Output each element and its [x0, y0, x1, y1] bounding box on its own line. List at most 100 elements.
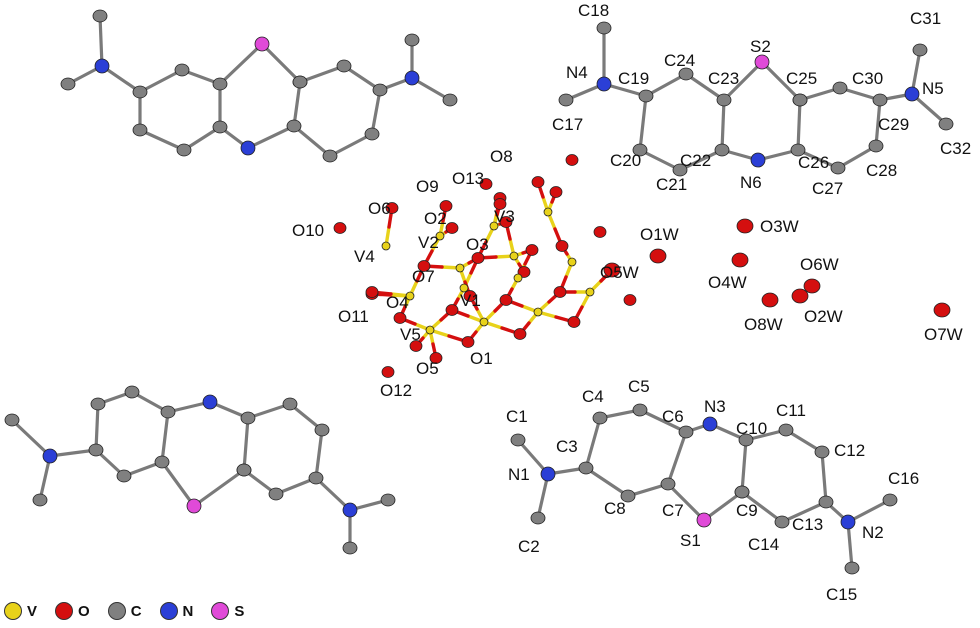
phenothiazinium-b-bond	[638, 148, 682, 172]
phenothiazinium-d-bond	[638, 408, 688, 434]
vanadium-atom	[567, 257, 577, 267]
phenothiazinium-c-atom	[282, 397, 298, 411]
atom-label: C5	[628, 377, 650, 396]
phenothiazinium-c-bond	[246, 402, 292, 420]
phenothiazinium-b-atom	[904, 86, 920, 102]
phenothiazinium-b-atom	[672, 163, 688, 177]
phenothiazinium-c-atom	[308, 471, 324, 485]
phenothiazinium-a-atom	[60, 77, 76, 91]
atom-label: C32	[940, 139, 971, 158]
phenothiazinium-a-atom	[174, 63, 190, 77]
phenothiazinium-c-bond	[192, 468, 246, 508]
atom-label: C27	[812, 179, 843, 198]
oxygen-atom	[517, 266, 531, 278]
atom-label: C21	[656, 175, 687, 194]
atom-label: C29	[878, 115, 909, 134]
phenothiazinium-b-atom	[790, 143, 806, 157]
oxygen-atom	[445, 222, 459, 234]
phenothiazinium-b-atom	[632, 143, 648, 157]
atom-label: O6W	[800, 255, 839, 274]
phenothiazinium-a-atom	[442, 93, 458, 107]
phenothiazinium-c-atom	[186, 498, 202, 514]
oxygen-atom	[381, 366, 395, 378]
phenothiazinium-d-atom	[702, 416, 718, 432]
phenothiazinium-b-atom	[832, 81, 848, 95]
phenothiazinium-b-bond	[720, 98, 726, 152]
phenothiazinium-b-atom	[638, 89, 654, 103]
atom-label: C17	[552, 115, 583, 134]
element-legend: V O C N S	[4, 600, 244, 622]
atom-label: O7W	[924, 325, 963, 344]
phenothiazinium-d-atom	[774, 515, 790, 529]
phenothiazinium-d-bond	[666, 482, 706, 522]
water-oxygen-atom	[933, 302, 951, 318]
phenothiazinium-a-bond	[246, 124, 296, 150]
atom-label: C26	[798, 153, 829, 172]
water-oxygen-atom	[791, 288, 809, 304]
oxygen-atom	[365, 286, 379, 298]
phenothiazinium-d-bond	[666, 430, 688, 486]
phenothiazinium-d-atom	[510, 433, 526, 447]
atom-label: O12	[380, 381, 412, 400]
oxygen-atom	[549, 186, 563, 198]
phenothiazinium-c-atom	[116, 469, 132, 483]
atom-label: C11	[776, 401, 806, 420]
phenothiazinium-d-atom	[882, 493, 898, 507]
oxygen-atom	[499, 294, 513, 306]
water-oxygen-atom	[603, 262, 621, 278]
phenothiazinium-b-atom	[596, 21, 612, 35]
phenothiazinium-a-bond	[182, 125, 222, 152]
phenothiazinium-a-atom	[212, 120, 228, 134]
phenothiazinium-a-bond	[328, 132, 374, 158]
oxygen-atom	[513, 328, 527, 340]
atom-label: O8	[490, 147, 513, 166]
vanadium-atom	[479, 317, 489, 327]
atom-label: O9	[416, 177, 439, 196]
phenothiazinium-b-bond	[760, 60, 802, 102]
phenothiazinium-d-bond	[846, 498, 892, 524]
atom-label: N1	[508, 465, 530, 484]
vanadium-atom	[405, 291, 415, 301]
phenothiazinium-d-atom	[738, 433, 754, 447]
atom-label: V5	[400, 325, 421, 344]
phenothiazinium-d-atom	[778, 423, 794, 437]
vanadium-atom	[513, 273, 523, 283]
vanadium-atom	[489, 221, 499, 231]
legend-label-o: O	[78, 602, 90, 620]
atom-label: C12	[834, 441, 865, 460]
phenothiazinium-b-bond	[684, 72, 726, 102]
water-oxygen-atom	[731, 252, 749, 268]
phenothiazinium-d-bond	[740, 490, 784, 524]
atom-label: C8	[604, 499, 626, 518]
legend-swatch-s	[211, 602, 230, 620]
phenothiazinium-a-atom	[292, 75, 308, 89]
phenothiazinium-a-atom	[404, 70, 420, 86]
vanadium-atom	[543, 207, 553, 217]
atom-label: O8W	[744, 315, 783, 334]
atom-label: C20	[610, 151, 641, 170]
oxygen-atom	[493, 198, 507, 210]
phenothiazinium-a-atom	[92, 9, 108, 23]
atom-label: V3	[494, 207, 515, 226]
phenothiazinium-c-bond	[10, 418, 52, 458]
phenothiazinium-c-atom	[380, 493, 396, 507]
water-oxygen-atom	[736, 218, 754, 234]
oxygen-atom	[417, 260, 431, 272]
phenothiazinium-b-bond	[910, 48, 922, 96]
phenothiazinium-d-atom	[734, 485, 750, 499]
phenothiazinium-b-atom	[558, 93, 574, 107]
phenothiazinium-a-atom	[336, 59, 352, 73]
phenothiazinium-a-atom	[404, 33, 420, 47]
phenothiazinium-d-atom	[578, 461, 594, 475]
phenothiazinium-b-bond	[796, 98, 802, 152]
atom-label: V4	[354, 247, 375, 266]
phenothiazinium-a-bond	[98, 14, 104, 68]
vanadium-atom	[533, 307, 543, 317]
phenothiazinium-b-atom	[714, 143, 730, 157]
phenothiazinium-b-bond	[874, 98, 882, 148]
atom-label: C1	[506, 407, 528, 426]
water-oxygen-atom	[761, 292, 779, 308]
oxygen-atom	[623, 294, 637, 306]
legend-swatch-n	[159, 602, 178, 620]
phenothiazinium-b-bond	[678, 148, 724, 172]
